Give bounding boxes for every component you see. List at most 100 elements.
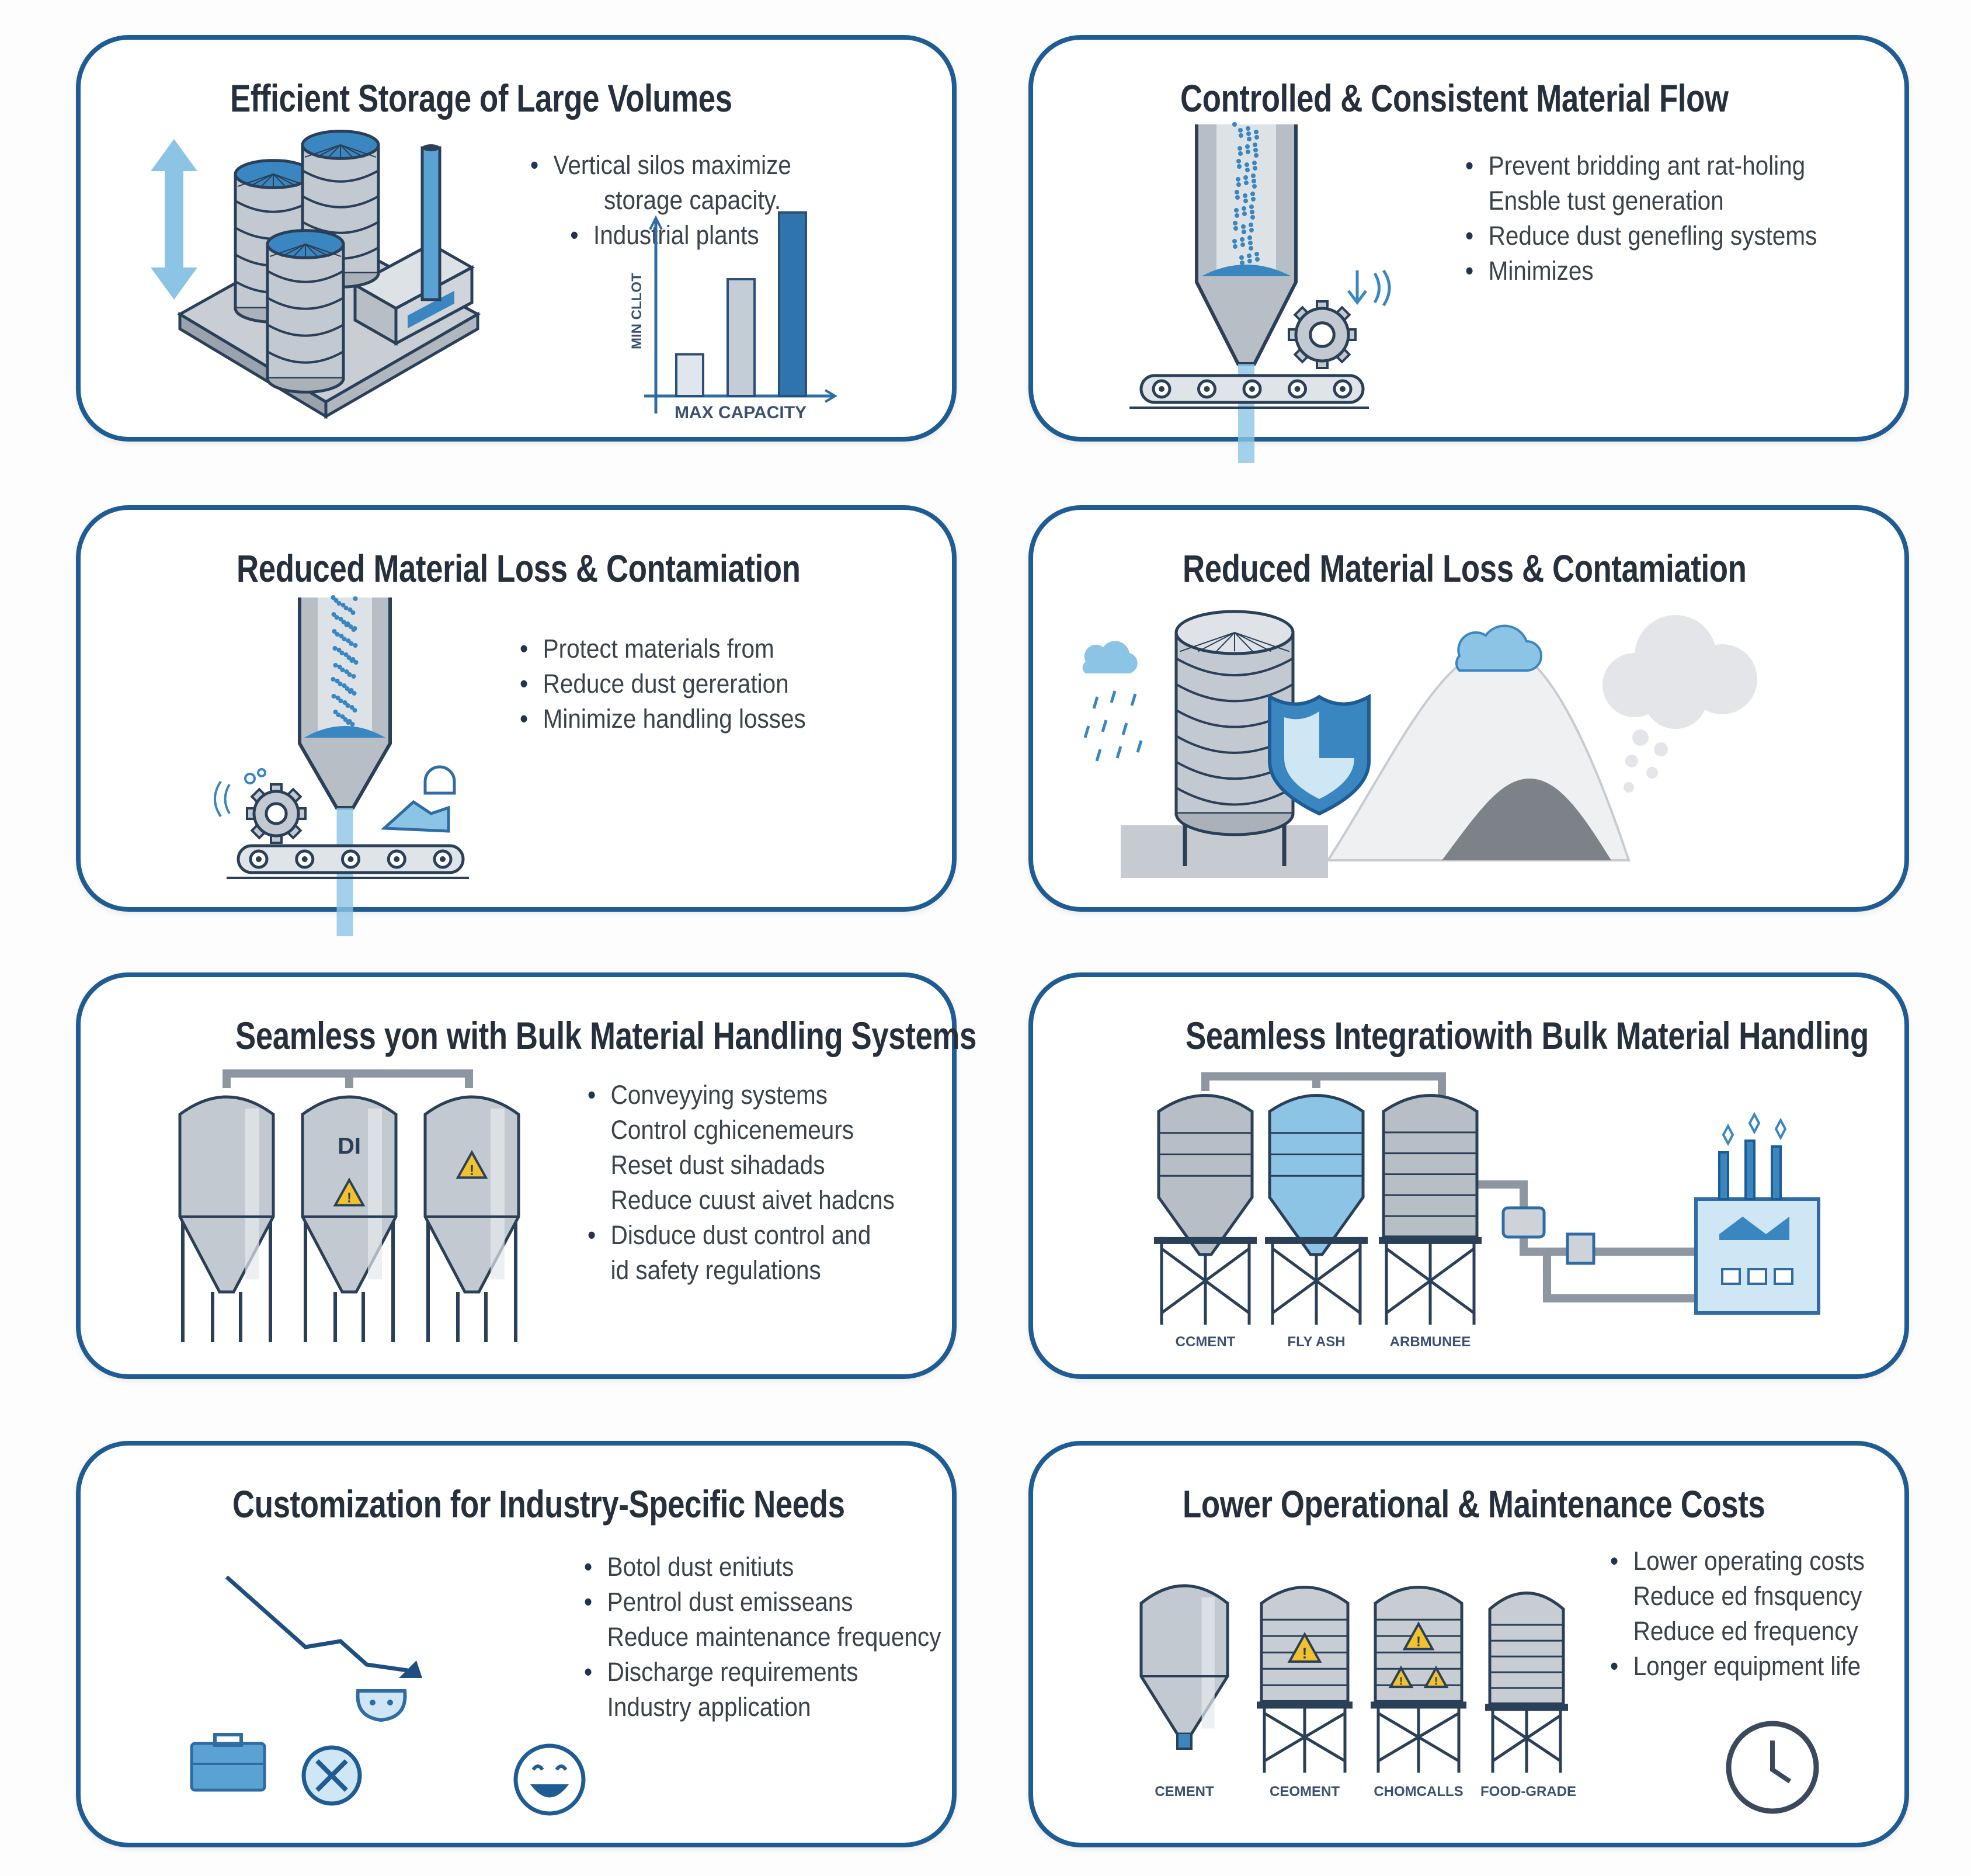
material-pile-icon [1326, 645, 1631, 861]
card-reduced-contamination: Reduced Material Loss & Contamiation [1028, 505, 1909, 912]
bullet-item: Prevent bridding ant rat-holing [1465, 148, 1817, 183]
bullet-item: Industry application [607, 1692, 811, 1722]
bullet-list: Botol dust enitiuts Pentrol dust emissea… [584, 1550, 941, 1725]
silo-icon: ! DI [301, 1095, 398, 1342]
silo-icon [1485, 1592, 1568, 1773]
plant-integration-illustration: CCMENT FLY ASH ARBMUNEE [1154, 1072, 1820, 1350]
card-efficient-storage: Efficient Storage of Large Volumes Verti… [76, 35, 957, 442]
silo-label: CHOMCALLS [1374, 1784, 1463, 1799]
bullet-item: Minimize handling losses [520, 701, 806, 736]
card-title: Reduced Material Loss & Contamiation [1183, 547, 1747, 590]
silo-label: FLY ASH [1287, 1334, 1345, 1350]
silo-label: CEMENT [1155, 1784, 1214, 1799]
conveyor-icon [1129, 374, 1369, 409]
card-title: Reduced Material Loss & Contamiation [237, 547, 801, 590]
silo-icon [1379, 1094, 1482, 1325]
svg-text:!: ! [1416, 1634, 1421, 1650]
rain-icon [1083, 690, 1143, 762]
card-title: Seamless Integratiowith Bulk Material Ha… [1186, 1014, 1869, 1057]
hopper-illustration [1129, 122, 1391, 463]
bullet-item: Botol dust enitiuts [584, 1550, 941, 1585]
silo-label: ARBMUNEE [1390, 1334, 1471, 1350]
cancel-circle-icon [301, 1745, 362, 1806]
smiley-icon [513, 1743, 586, 1816]
shield-icon [1268, 693, 1371, 816]
silo-cluster-illustration [151, 130, 481, 419]
hopper-illustration [214, 595, 469, 936]
silo-label: CCMENT [1176, 1334, 1236, 1350]
cost-illustration [190, 1575, 586, 1816]
card-seamless-integration-b: CCMENT FLY ASH ARBMUNEE Seamless Integra… [1028, 972, 1909, 1379]
card-title: Lower Operational & Maintenance Costs [1183, 1482, 1765, 1526]
bullet-item: Reset dust sihadads [610, 1150, 825, 1180]
y-axis-label: MIN CLLOT [629, 273, 645, 349]
hopper-icon [1195, 122, 1298, 463]
silo-icon [266, 229, 345, 392]
conveyor-icon [227, 844, 469, 879]
clock-icon [1726, 1721, 1819, 1814]
card-seamless-integration-a: ! DI ! Seamless yon with Bulk Material Ha… [76, 972, 976, 1379]
silo-label: CEOMENT [1270, 1784, 1340, 1799]
truck-icon [380, 765, 456, 833]
factory-icon [1694, 1111, 1820, 1315]
silo-row-illustration: ! DI ! [178, 1069, 520, 1342]
bullet-list: Lower operating costs Reduce ed fnsquenc… [1610, 1544, 1865, 1684]
bullet-item: Lower operating costs [1610, 1544, 1865, 1579]
bullet-item: Minimizes [1465, 253, 1817, 289]
bullet-item: Ensble tust generation [1488, 186, 1724, 216]
silo-icon: ! [1257, 1586, 1353, 1773]
factory-icon [352, 242, 475, 346]
vibration-icon [1347, 269, 1391, 307]
gear-icon [1288, 300, 1357, 369]
pipe-icon [223, 1069, 473, 1088]
bullet-item: Industrial plants [570, 218, 791, 253]
silo-icon: ! [423, 1095, 520, 1342]
capacity-bar-chart: MAX CAPACITY MIN CLLOT [629, 211, 837, 422]
bullet-item: storage capacity. [604, 185, 781, 215]
card-title: Efficient Storage of Large Volumes [230, 77, 732, 120]
bullet-item: Conveyying systems [588, 1078, 895, 1113]
bullet-item: Vertical silos maximize [530, 148, 791, 183]
double-arrow-icon [151, 139, 197, 300]
silo-weather-illustration [1082, 610, 1757, 878]
bullet-item: Longer equipment life [1610, 1649, 1865, 1684]
bullet-item: Reduce ed frequency [1633, 1616, 1858, 1646]
card-lower-costs: ! !!! CEMENT CEOMENT CHOMCALLS FOOD-GRAD… [1028, 1441, 1909, 1847]
bullet-list: Conveyying systems Control cghicenemeurs… [588, 1078, 895, 1288]
x-axis-label: MAX CAPACITY [675, 403, 807, 422]
bullet-item: Reduce ed fnsquency [1633, 1581, 1862, 1611]
trend-down-icon [225, 1575, 422, 1678]
silo-icon [1154, 1094, 1257, 1325]
svg-text:!: ! [1399, 1676, 1403, 1687]
silo-label: FOOD-GRADE [1480, 1784, 1576, 1799]
svg-text:!: ! [347, 1190, 352, 1206]
bullet-list: Protect materials from Reduce dust gerer… [520, 631, 806, 736]
cloud-icon [1082, 624, 1542, 673]
bullet-item: Reduce dust genefling systems [1465, 218, 1817, 253]
dust-cloud-icon [1602, 615, 1757, 793]
card-material-flow: Controlled & Consistent Material Flow Pr… [1028, 35, 1909, 463]
svg-text:!: ! [1302, 1645, 1308, 1662]
piggy-bank-icon [356, 1689, 407, 1722]
bar-2 [726, 278, 756, 397]
silo-icon [178, 1095, 275, 1342]
hopper-icon [298, 595, 392, 936]
pipe-icon [1201, 1072, 1699, 1302]
bullet-list: Prevent bridding ant rat-holing Ensble t… [1465, 148, 1817, 289]
bullet-item: Reduce cuust aivet hadcns [610, 1185, 895, 1215]
bullet-item: Control cghicenemeurs [610, 1115, 854, 1145]
bullet-list: Vertical silos maximize storage capacity… [530, 148, 791, 253]
bullet-item: Pentrol dust emisseans [584, 1585, 941, 1620]
card-title: Controlled & Consistent Material Flow [1180, 77, 1729, 120]
card-title: Customization for Industry-Specific Need… [232, 1482, 845, 1526]
bullet-item: id safety regulations [610, 1255, 821, 1285]
svg-text:DI: DI [338, 1134, 361, 1159]
card-title: Seamless yon with Bulk Material Handling… [235, 1014, 976, 1057]
pump-icon [1501, 1206, 1595, 1265]
bullet-item: Reduce dust gereration [520, 666, 806, 701]
vibration-icon [214, 768, 266, 818]
card-customization: Customization for Industry-Specific Need… [76, 1441, 957, 1847]
gear-icon [246, 783, 307, 844]
bar-1 [675, 353, 704, 397]
silo-icon [1139, 1584, 1229, 1750]
